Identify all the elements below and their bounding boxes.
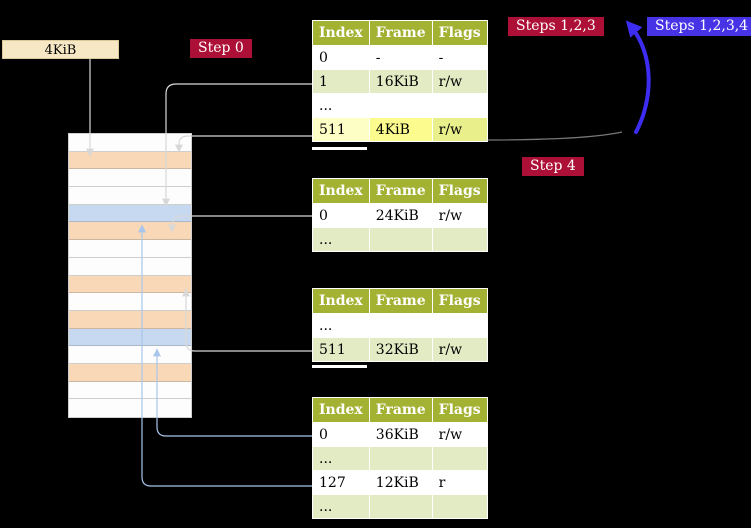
memory-row-peach [69,222,191,241]
physical-memory-column [68,133,192,418]
steps1234-badge: Steps 1,2,3,4 [647,17,751,36]
table-cell: ... [312,227,370,252]
column-header: Index [312,178,370,204]
table-cell: r [431,470,488,495]
table-cell: 32KiB [368,337,433,362]
table-row: ... [312,494,488,519]
memory-row-white [69,399,191,417]
memory-row-white [69,346,191,364]
table-cell: ... [312,313,370,338]
table-cell: 24KiB [368,203,433,228]
memory-row-white [69,134,191,152]
table-cell: r/w [431,69,488,94]
step4-badge: Step 4 [522,157,584,176]
memory-row-blue [69,204,191,223]
column-header: Frame [368,397,433,423]
table-cell [431,227,488,252]
column-header: Flags [431,397,488,423]
recursive-loop-arrow [625,20,651,134]
column-header: Frame [368,288,433,314]
arrow-table2-row0-to-memory [168,215,312,233]
table-cell [368,494,433,519]
connector-row511-to-loop [482,131,623,141]
memory-row-peach [69,363,191,382]
table-cell [431,313,488,338]
table-cell: r/w [431,422,488,447]
column-header: Index [312,288,370,314]
table-cell [368,446,433,471]
column-header: Flags [431,178,488,204]
memory-row-white [69,240,191,258]
arrow-table3-row511-to-memory [182,288,312,352]
table-cell [368,227,433,252]
memory-row-white [69,169,191,188]
table-continuation-sliver [312,147,367,150]
table-cell: 1 [312,69,370,94]
column-header: Frame [368,20,433,46]
table-cell: 511 [312,117,370,142]
column-header: Index [312,397,370,423]
table-row: 0-- [312,45,488,70]
table-cell: 4KiB [368,117,433,142]
table-cell: - [368,45,433,70]
step0-badge: Step 0 [190,39,252,58]
table-cell: r/w [431,117,488,142]
table-cell: ... [312,494,370,519]
table-cell: 0 [312,422,370,447]
table-cell: - [431,45,488,70]
table-cell: 16KiB [368,69,433,94]
table-cell: r/w [431,203,488,228]
table-cell: ... [312,93,370,118]
memory-row-white [69,257,191,276]
table-cell: 0 [312,203,370,228]
table-cell [368,313,433,338]
arrow-table1-row511-to-memory [175,135,312,153]
table-cell: r/w [431,337,488,362]
frame-address-box: 4KiB [2,40,119,59]
memory-row-blue [69,328,191,347]
memory-row-peach [69,151,191,170]
table-continuation-sliver [312,365,367,368]
column-header: Index [312,20,370,46]
steps123-badge: Steps 1,2,3 [508,17,604,36]
table-cell [431,93,488,118]
table-row: ... [312,93,488,118]
table-cell: 0 [312,45,370,70]
memory-row-peach [69,275,191,294]
memory-row-white [69,293,191,311]
table-cell [368,93,433,118]
table-row: ... [312,313,488,338]
table-cell: ... [312,446,370,471]
table-cell [431,446,488,471]
table-cell: 36KiB [368,422,433,447]
table-cell [431,494,488,519]
table-cell: 127 [312,470,370,495]
table-row: ... [312,446,488,471]
table-cell: 12KiB [368,470,433,495]
column-header: Frame [368,178,433,204]
column-header: Flags [431,288,488,314]
memory-row-white [69,187,191,205]
memory-row-white [69,381,191,400]
column-header: Flags [431,20,488,46]
table-row: ... [312,227,488,252]
memory-row-peach [69,310,191,329]
table-cell: 511 [312,337,370,362]
